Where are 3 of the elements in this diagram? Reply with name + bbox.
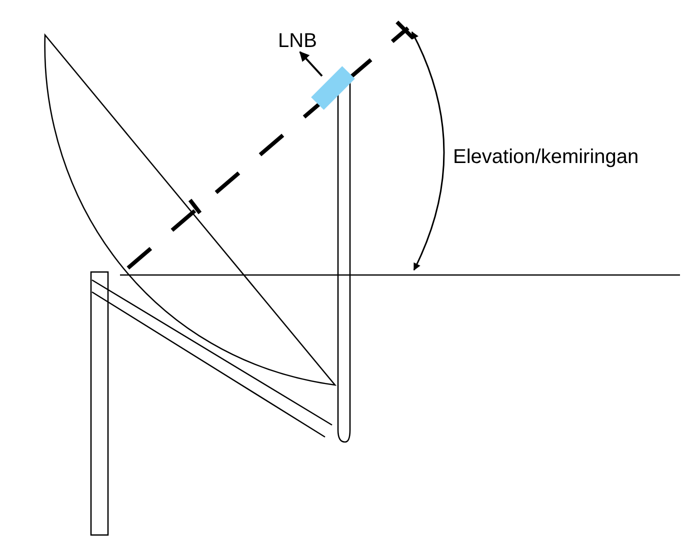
angle-label: Elevation/kemiringan bbox=[453, 146, 639, 169]
leader-arrow bbox=[299, 51, 323, 77]
component-label: LNB bbox=[278, 30, 317, 53]
